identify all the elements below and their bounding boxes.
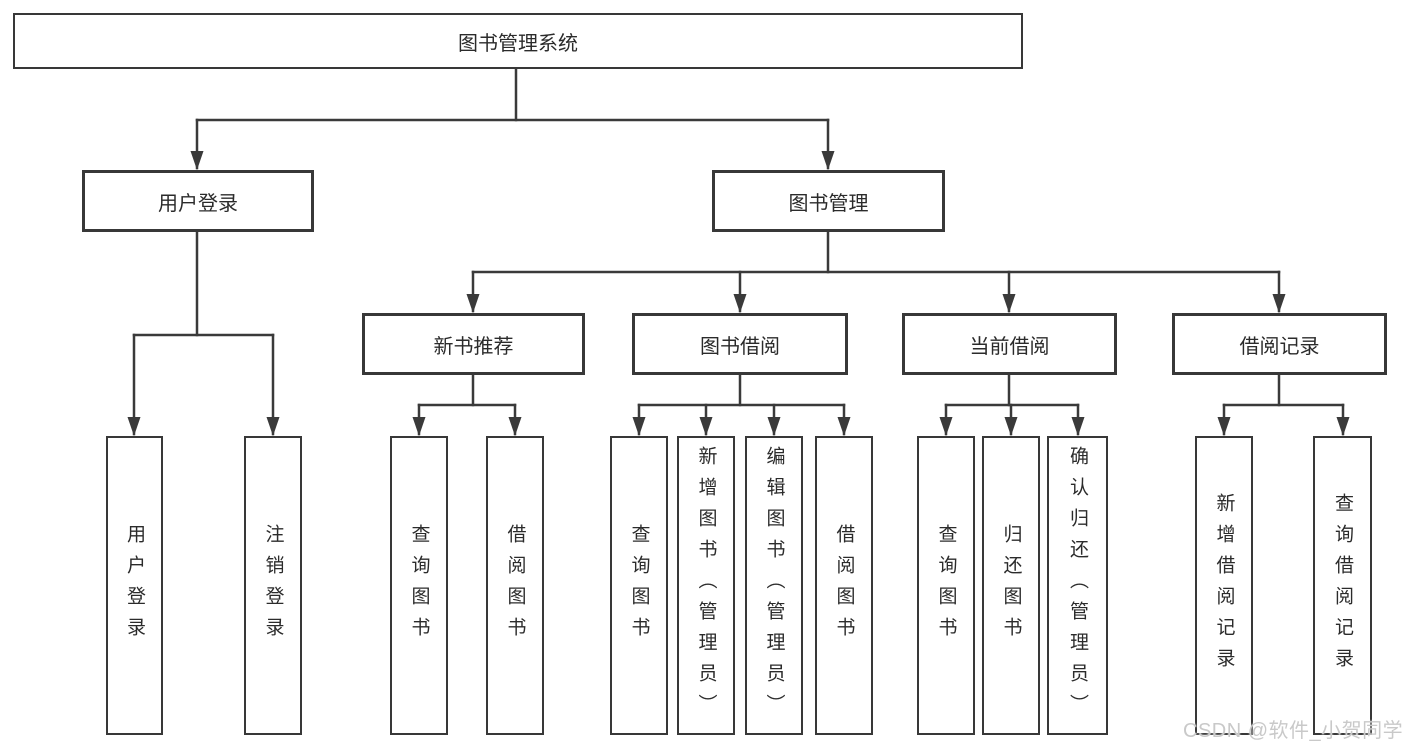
leaf-borrow-books-recommend: 借阅图书 bbox=[486, 436, 544, 735]
leaf-confirm-return-admin-label: 确认归还（管理员） bbox=[1067, 446, 1088, 725]
node-current-borrowing: 当前借阅 bbox=[902, 313, 1117, 375]
edge-arrow bbox=[266, 417, 280, 436]
leaf-add-borrow-record: 新增借阅记录 bbox=[1195, 436, 1253, 735]
leaf-user-login-label: 用户登录 bbox=[124, 523, 145, 648]
node-book-management: 图书管理 bbox=[712, 170, 945, 232]
leaf-query-borrow-record-label: 查询借阅记录 bbox=[1332, 492, 1353, 679]
leaf-logout-label: 注销登录 bbox=[262, 523, 284, 648]
leaf-add-borrow-record-label: 新增借阅记录 bbox=[1213, 492, 1235, 679]
leaf-query-books-borrowing-label: 查询图书 bbox=[628, 523, 650, 648]
node-book-management-label: 图书管理 bbox=[788, 192, 869, 215]
node-new-book-recommendation: 新书推荐 bbox=[362, 313, 585, 375]
edge-arrow bbox=[1002, 294, 1016, 313]
leaf-edit-books-admin: 编辑图书（管理员） bbox=[745, 436, 803, 735]
edge-arrow bbox=[1336, 417, 1350, 436]
edge-arrow bbox=[1004, 417, 1018, 436]
edge-arrow bbox=[699, 417, 713, 436]
edge-arrow bbox=[1272, 294, 1286, 313]
edge-arrow bbox=[837, 417, 851, 436]
node-book-borrowing-label: 图书借阅 bbox=[700, 335, 780, 358]
leaf-query-books-recommend: 查询图书 bbox=[390, 436, 448, 735]
node-borrowing-records: 借阅记录 bbox=[1172, 313, 1387, 375]
edge-arrow bbox=[466, 294, 480, 313]
edge-arrow bbox=[1217, 417, 1231, 436]
leaf-user-login: 用户登录 bbox=[106, 436, 163, 735]
leaf-add-books-admin-label: 新增图书（管理员） bbox=[695, 446, 717, 725]
node-root-label: 图书管理系统 bbox=[458, 32, 578, 55]
leaf-query-books-borrowing: 查询图书 bbox=[610, 436, 668, 735]
edge-arrow bbox=[127, 417, 141, 436]
arrowhead-group bbox=[127, 151, 1350, 436]
edge-arrow bbox=[939, 417, 953, 436]
leaf-borrow-books-borrowing-label: 借阅图书 bbox=[833, 523, 855, 648]
csdn-watermark: CSDN @软件_小贺同学 bbox=[1183, 720, 1404, 742]
edge-group bbox=[132, 67, 1345, 436]
edge-arrow bbox=[767, 417, 781, 436]
node-user-login: 用户登录 bbox=[82, 170, 314, 232]
leaf-return-books: 归还图书 bbox=[982, 436, 1040, 735]
leaf-confirm-return-admin: 确认归还（管理员） bbox=[1047, 436, 1108, 735]
leaf-borrow-books-borrowing: 借阅图书 bbox=[815, 436, 873, 735]
node-current-borrowing-label: 当前借阅 bbox=[969, 335, 1050, 358]
leaf-query-books-current-label: 查询图书 bbox=[935, 523, 957, 648]
node-borrowing-records-label: 借阅记录 bbox=[1239, 335, 1320, 358]
leaf-borrow-books-recommend-label: 借阅图书 bbox=[504, 523, 526, 648]
node-user-login-label: 用户登录 bbox=[158, 192, 238, 215]
leaf-query-books-recommend-label: 查询图书 bbox=[408, 523, 430, 648]
node-new-book-recommendation-label: 新书推荐 bbox=[433, 335, 514, 358]
edge-arrow bbox=[412, 417, 426, 436]
edge-arrow bbox=[508, 417, 522, 436]
leaf-return-books-label: 归还图书 bbox=[1000, 523, 1022, 648]
node-root: 图书管理系统 bbox=[13, 13, 1023, 69]
leaf-query-books-current: 查询图书 bbox=[917, 436, 975, 735]
leaf-logout: 注销登录 bbox=[244, 436, 302, 735]
edge-arrow bbox=[190, 151, 204, 170]
edge-arrow bbox=[821, 151, 835, 170]
leaf-query-borrow-record: 查询借阅记录 bbox=[1313, 436, 1372, 735]
leaf-edit-books-admin-label: 编辑图书（管理员） bbox=[763, 446, 785, 725]
edge-arrow bbox=[733, 294, 747, 313]
node-book-borrowing: 图书借阅 bbox=[632, 313, 848, 375]
edge-arrow bbox=[632, 417, 646, 436]
leaf-add-books-admin: 新增图书（管理员） bbox=[677, 436, 735, 735]
edge-arrow bbox=[1071, 417, 1085, 436]
